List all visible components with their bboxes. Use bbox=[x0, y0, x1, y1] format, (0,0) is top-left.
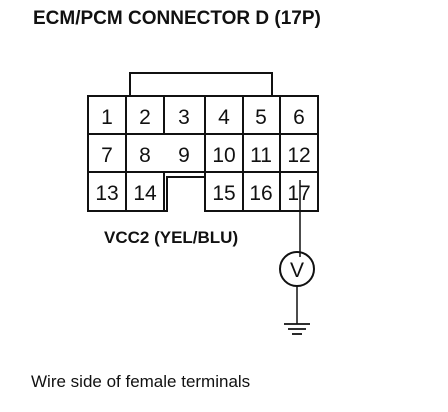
pin-12-label: 12 bbox=[287, 144, 310, 167]
pin-14-label: 14 bbox=[133, 182, 157, 205]
pin-5-label: 5 bbox=[255, 106, 267, 129]
pin-6-label: 6 bbox=[293, 106, 305, 129]
pin-16-label: 16 bbox=[249, 182, 272, 205]
voltmeter-symbol: V bbox=[290, 259, 304, 282]
pin-17-label: 17 bbox=[287, 182, 310, 205]
pin-8-label: 8 bbox=[139, 144, 151, 167]
wire-label: VCC2 (YEL/BLU) bbox=[104, 228, 239, 247]
pin-3-label: 3 bbox=[178, 106, 190, 129]
pin-15-label: 15 bbox=[212, 182, 235, 205]
pin-11-label: 11 bbox=[250, 144, 272, 167]
pin-1-label: 1 bbox=[101, 106, 113, 129]
pin-2-label: 2 bbox=[139, 106, 151, 129]
connector-lock-tab bbox=[129, 72, 273, 96]
diagram-title: ECM/PCM CONNECTOR D (17P) bbox=[33, 8, 321, 29]
connector-outline bbox=[87, 95, 319, 212]
pin-10-label: 10 bbox=[212, 144, 235, 167]
diagram-caption: Wire side of female terminals bbox=[31, 372, 251, 391]
ground-icon bbox=[284, 323, 310, 335]
pin-4-label: 4 bbox=[218, 106, 230, 129]
pin-13-label: 13 bbox=[95, 182, 118, 205]
pin-7-label: 7 bbox=[101, 144, 113, 167]
pin-9-label: 9 bbox=[178, 144, 190, 167]
